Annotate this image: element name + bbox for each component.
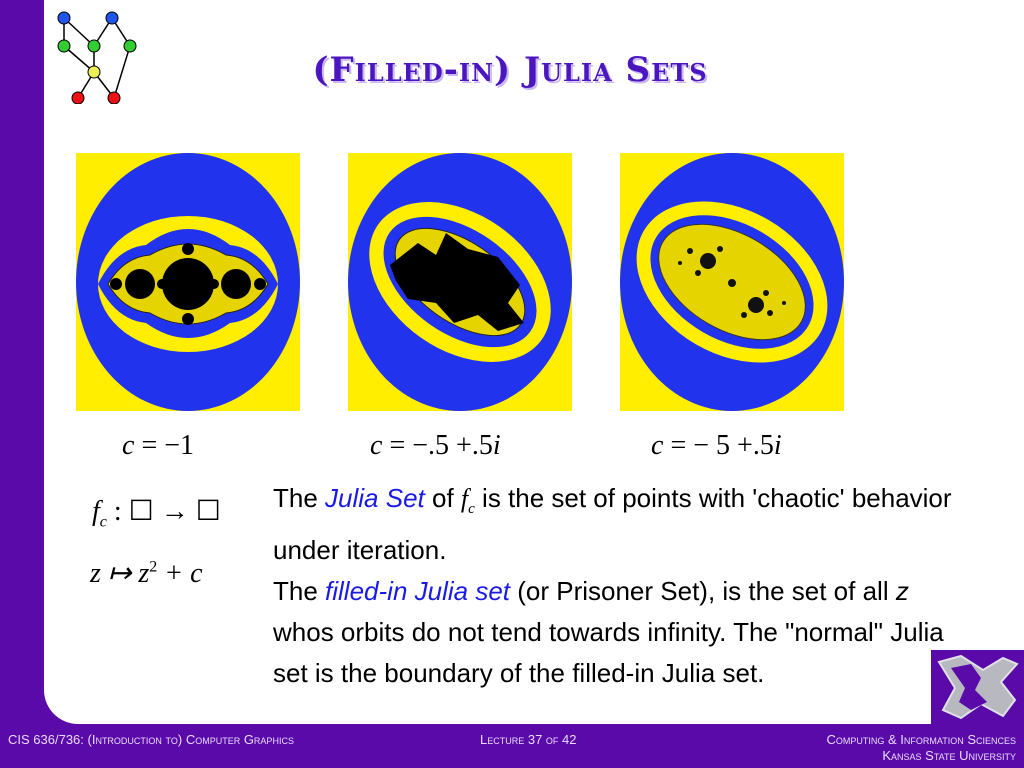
caption-1: c = −1 [122,430,194,462]
p1-math-f: f [460,484,469,513]
caption-3-imag: i [773,430,782,461]
caption-3-var: c [651,430,664,461]
formula-domain: : ☐ → ☐ [106,496,221,527]
wildcat-logo [931,650,1024,724]
term-julia-set: Julia Set [325,483,425,513]
p2-text-a: The [273,576,326,607]
p2-math-z: z [895,576,909,607]
formula-iteration: z ↦ z2 + c [90,556,203,590]
term-filled-in-julia-set: filled-in Julia set [325,576,511,607]
p1-text-c: is the set of points with 'chaotic' beha… [273,483,952,566]
footer-institution: Computing & Information Sciences Kansas … [696,732,1016,764]
caption-2-value: −.5 +.5 [412,430,493,461]
p1-text-a: The [273,483,326,513]
formula-mapping: fc : ☐ → ☐ [92,494,221,532]
p1-text-b: of [424,483,461,513]
graph-logo [57,11,137,104]
julia-set-image-1 [76,153,300,411]
caption-1-var: c [122,430,135,461]
formula-f-subscript: c [99,513,107,531]
caption-2-imag: i [492,430,501,461]
caption-3: c = − 5 +.5i [651,430,782,462]
formula-f: f [92,496,100,527]
julia-set-image-2 [348,153,572,411]
formula-z-map: z ↦ z [90,558,150,589]
caption-2-eq: = [382,430,413,461]
formula-plus-c: + c [157,558,203,589]
footer-course: CIS 636/736: (Introduction to) Computer … [8,732,294,747]
p2-text-b: (or Prisoner Set), is the set of all [510,576,896,607]
caption-3-value: − 5 +.5 [693,430,774,461]
caption-1-eq: = [134,430,165,461]
paragraph-filled-in: The filled-in Julia set (or Prisoner Set… [273,571,953,694]
paragraph-julia-set: The Julia Set of fc is the set of points… [273,478,953,571]
formula-exponent: 2 [149,558,158,576]
footer-dept: Computing & Information Sciences [826,732,1016,747]
body-text: The Julia Set of fc is the set of points… [273,478,953,694]
footer-lecture: Lecture 37 of 42 [480,732,577,747]
footer-university: Kansas State University [882,748,1016,763]
p2-text-c: whos orbits do not tend towards infinity… [273,617,944,689]
caption-3-eq: = [663,430,694,461]
julia-set-image-3 [620,153,844,411]
caption-2: c = −.5 +.5i [370,430,501,462]
caption-2-var: c [370,430,383,461]
caption-1-value: −1 [164,430,195,461]
slide-title: (Filled-in) Julia Sets [312,50,708,90]
p1-math-subscript: c [468,501,475,518]
